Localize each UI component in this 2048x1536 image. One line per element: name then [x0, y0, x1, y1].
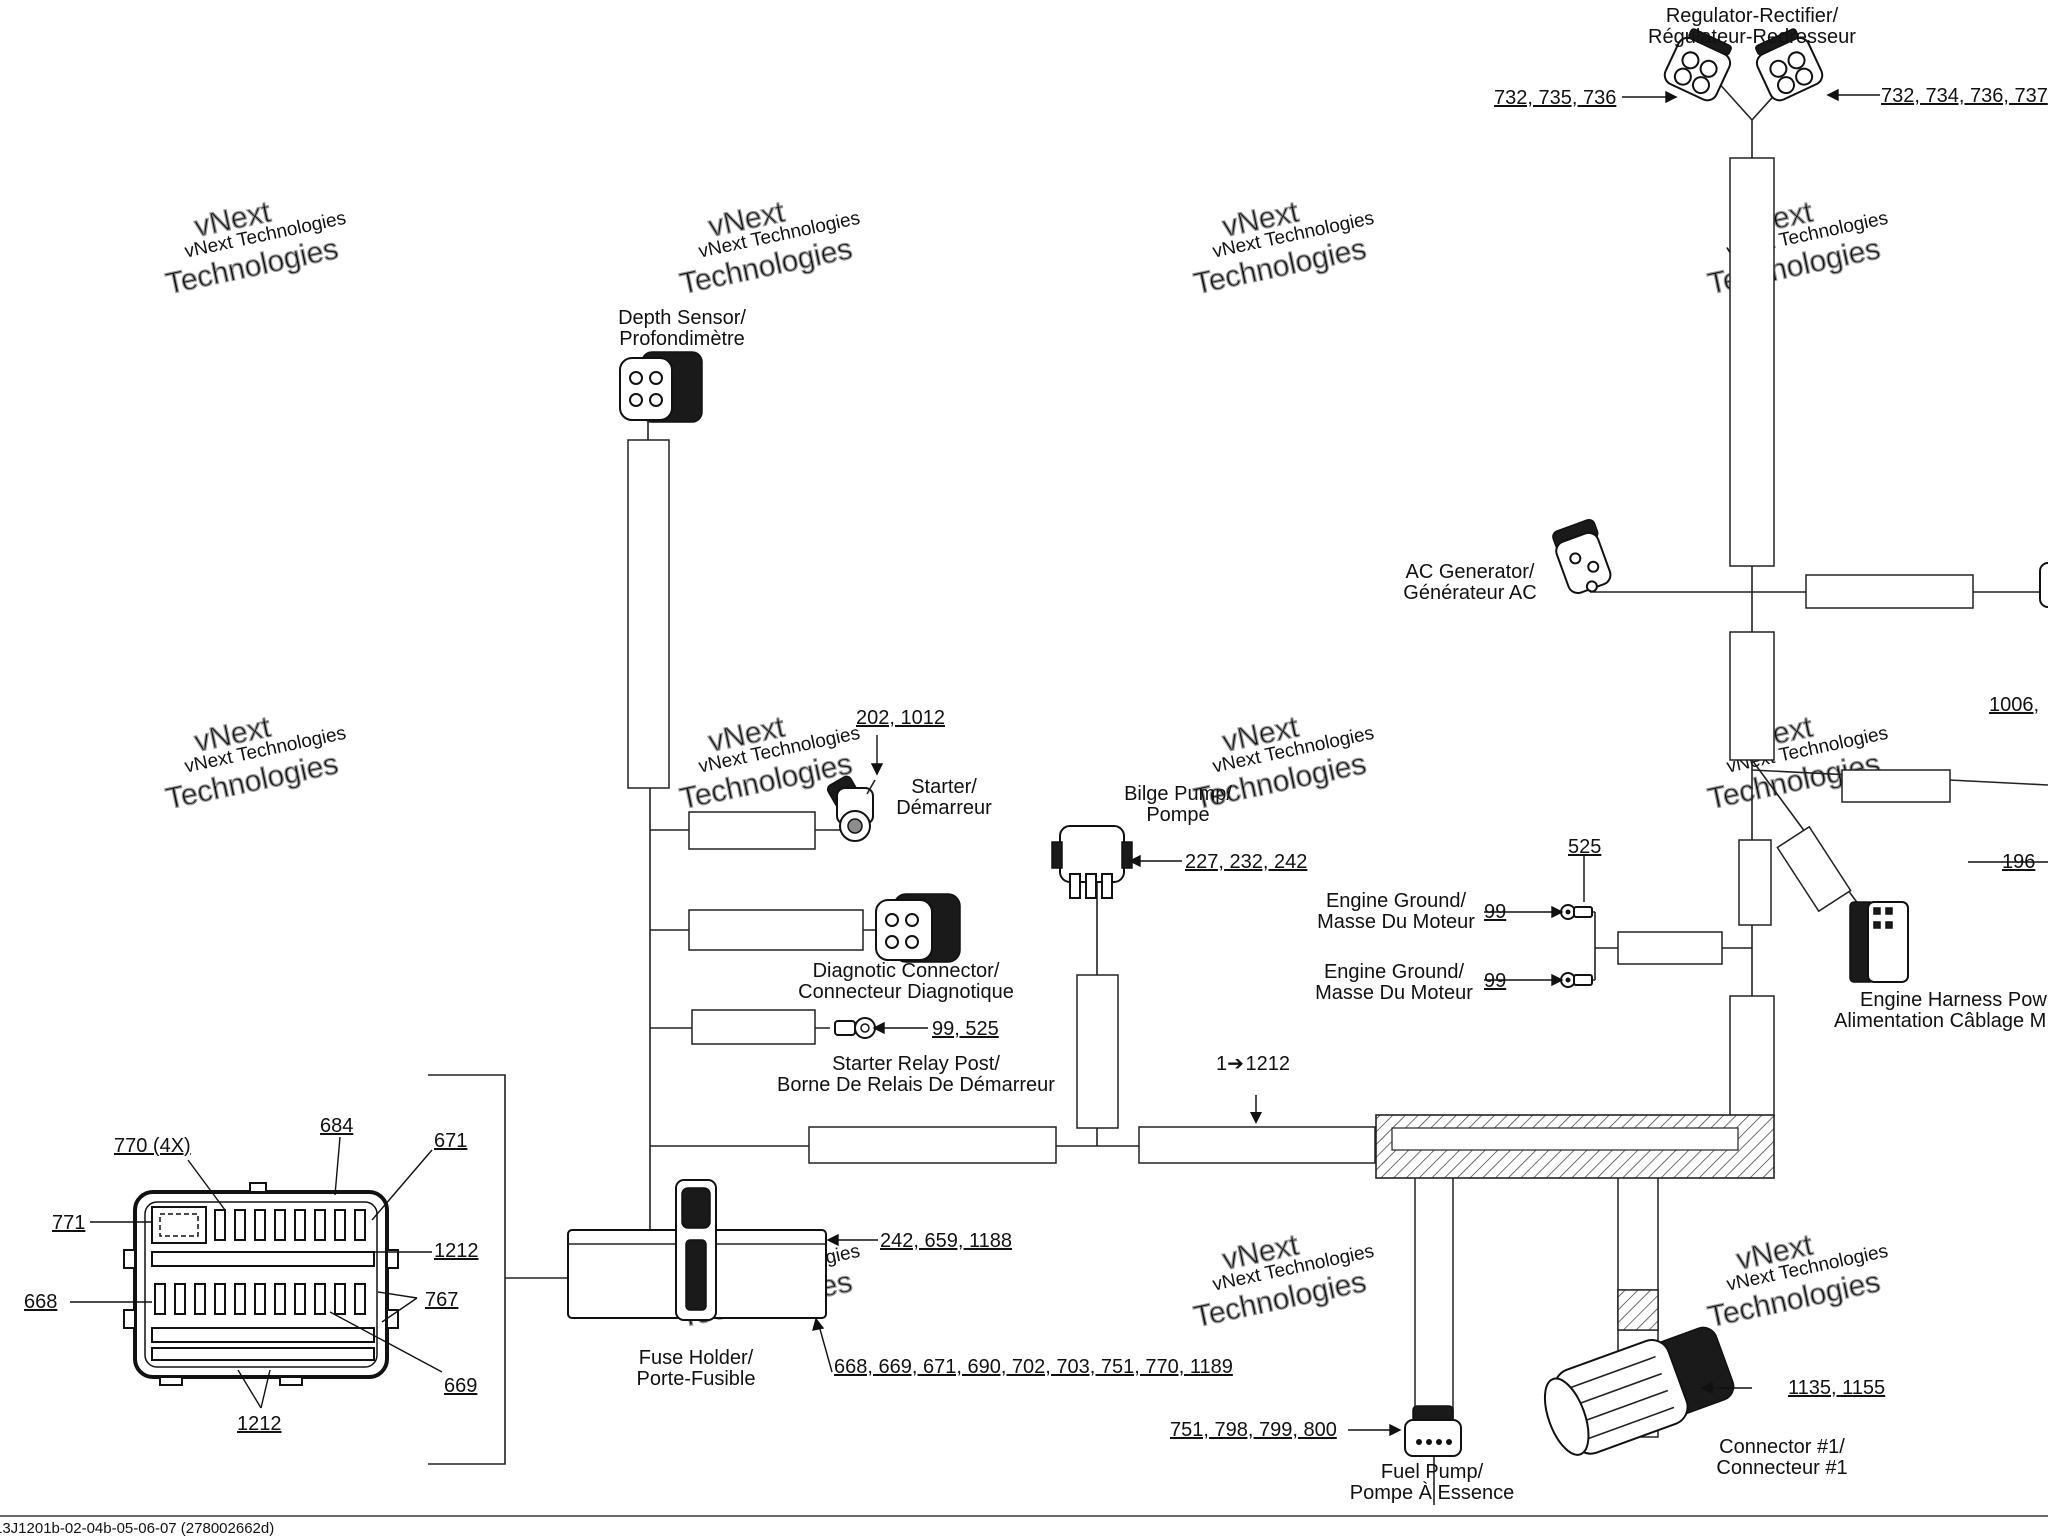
engine-ground-2-label-fr: Masse Du Moteur: [1315, 982, 1473, 1004]
regulator-connector-right: [1755, 28, 1824, 102]
harness-segment: [1729, 157, 1775, 567]
bilge-pump-label-en: Bilge Pump/: [1124, 783, 1232, 805]
connector1-label-en: Connector #1/: [1719, 1436, 1845, 1458]
harness-segment: [1414, 1171, 1454, 1429]
starter-connector: [826, 775, 876, 842]
starter-relay-terminal: [834, 1017, 876, 1039]
fuse-holder-label-en: Fuse Holder/: [639, 1347, 754, 1369]
harness-segment: [1617, 931, 1723, 965]
ref-regulator-left: 732, 735, 736: [1494, 87, 1616, 109]
diagnostic-label-en: Diagnotic Connector/: [813, 960, 1000, 982]
ref-right-196: 196: [2002, 851, 2035, 873]
regulator-connector-left: [1663, 28, 1732, 102]
watermark: vNext vNext Technologies Technologies: [1190, 1228, 1376, 1335]
engine-harness-power-connector: [1849, 901, 1909, 983]
ref-bilge: 227, 232, 242: [1185, 851, 1307, 873]
watermark: vNext vNext Technologies Technologies: [1190, 195, 1376, 302]
harness-segment: [808, 1126, 1057, 1164]
diagnostic-label-fr: Connecteur Diagnotique: [798, 981, 1014, 1003]
depth-sensor-label-fr: Profondimètre: [619, 328, 745, 350]
ac-generator-label-fr: Générateur AC: [1403, 582, 1536, 604]
drawing-number: 13J1201b-02-04b-05-06-07 (278002662d): [0, 1520, 274, 1536]
harness-segment: [688, 909, 864, 951]
engine-ground-terminal-2: [1560, 972, 1593, 988]
ref-right-1006: 1006,: [1989, 694, 2039, 716]
bilge-pump-label-fr: Pompe: [1146, 804, 1209, 826]
fuse-slot-grid: [151, 1209, 375, 1361]
engine-ground-1-label-fr: Masse Du Moteur: [1317, 911, 1475, 933]
starter-relay-label-fr: Borne De Relais De Démarreur: [777, 1074, 1055, 1096]
harness-segment: [691, 1009, 816, 1045]
regulator-label-en: Regulator-Rectifier/: [1666, 5, 1839, 27]
ref-connector1: 1135, 1155: [1788, 1377, 1885, 1399]
starter-label-en: Starter/: [911, 776, 977, 798]
bilge-pump-connector: [1051, 825, 1133, 899]
harness-segment: [1138, 1126, 1376, 1164]
watermark: vNext vNext Technologies Technologies: [1704, 1228, 1890, 1335]
harness-segment: [1805, 574, 1974, 609]
ref-detail-1212-bottom: 1212: [237, 1413, 282, 1435]
ref-ground-1: 99: [1484, 901, 1506, 923]
ref-relay: 99, 525: [932, 1018, 999, 1040]
engine-harness-connector-top: [2039, 562, 2048, 608]
engine-harness-label-fr: Alimentation Câblage M: [1834, 1010, 2046, 1032]
ref-detail-771: 771: [52, 1212, 85, 1234]
watermark: vNext vNext Technologies Technologies: [162, 195, 348, 302]
junction-block: [1375, 1114, 1775, 1331]
ref-detail-669: 669: [444, 1375, 477, 1397]
ref-fuse-top: 242, 659, 1188: [880, 1230, 1012, 1252]
watermark: vNext vNext Technologies Technologies: [162, 710, 348, 817]
fuel-pump-label-fr: Pompe À Essence: [1350, 1481, 1515, 1504]
diagnostic-connector: [875, 893, 961, 963]
ac-generator-label-en: AC Generator/: [1406, 561, 1535, 583]
ref-ground-2: 99: [1484, 970, 1506, 992]
watermark: vNext vNext Technologies Technologies: [1704, 195, 1890, 302]
connector1-label-fr: Connecteur #1: [1716, 1457, 1847, 1479]
ref-detail-1212-right: 1212: [434, 1240, 479, 1262]
ref-regulator-right: 732, 734, 736, 737: [1881, 85, 2048, 107]
ref-detail-684: 684: [320, 1115, 353, 1137]
starter-relay-label-en: Starter Relay Post/: [832, 1053, 1000, 1075]
harness-segment: [627, 439, 670, 789]
ref-splice: 1➔ 1212: [1216, 1053, 1290, 1075]
engine-ground-1-label-en: Engine Ground/: [1326, 890, 1467, 912]
harness-segment: [1841, 769, 1951, 803]
detail-bracket: [428, 1074, 506, 1465]
fuse-holder: [567, 1179, 827, 1321]
regulator-label-fr: Régulateur-Redresseur: [1648, 26, 1856, 48]
engine-ground-terminal-1: [1560, 904, 1593, 920]
component-labels: Regulator-Rectifier/ Régulateur-Redresse…: [618, 5, 2047, 1504]
harness-segment: [1776, 825, 1852, 913]
ref-starter: 202, 1012: [856, 707, 945, 729]
harness-segment: [1076, 974, 1119, 1129]
harness-segment: [1729, 631, 1775, 761]
harness-segment: [688, 811, 816, 850]
engine-ground-2-label-en: Engine Ground/: [1324, 961, 1465, 983]
fuel-pump-connector: [1404, 1405, 1462, 1457]
ref-detail-668: 668: [24, 1291, 57, 1313]
ref-detail-671: 671: [434, 1130, 467, 1152]
fuse-holder-detail: [123, 1182, 399, 1386]
ac-generator-connector: [1552, 519, 1612, 595]
wire: [1715, 79, 1753, 121]
ref-detail-770: 770 (4X): [114, 1135, 191, 1157]
ref-detail-767: 767: [425, 1289, 458, 1311]
leader-lines: [70, 88, 2048, 1437]
ref-fuel-pump: 751, 798, 799, 800: [1170, 1419, 1337, 1441]
reference-labels: 732, 735, 736 732, 734, 736, 737 202, 10…: [24, 85, 2048, 1441]
fuse-holder-label-fr: Porte-Fusible: [637, 1368, 756, 1390]
harness-segment: [1738, 839, 1772, 926]
depth-sensor-label-en: Depth Sensor/: [618, 307, 746, 329]
watermark: vNext vNext Technologies Technologies: [676, 195, 862, 302]
ref-ground-top: 525: [1568, 836, 1601, 858]
arrow-head: [1250, 1112, 1262, 1124]
fuel-pump-label-en: Fuel Pump/: [1381, 1461, 1484, 1483]
engine-harness-label-en: Engine Harness Pow: [1860, 989, 2047, 1011]
starter-label-fr: Démarreur: [896, 797, 992, 819]
harness-segment: [1729, 995, 1775, 1117]
depth-sensor-connector: [619, 351, 703, 440]
ref-fuse-bottom: 668, 669, 671, 690, 702, 703, 751, 770, …: [834, 1356, 1233, 1378]
watermark: vNext vNext Technologies Technologies: [1190, 710, 1376, 817]
